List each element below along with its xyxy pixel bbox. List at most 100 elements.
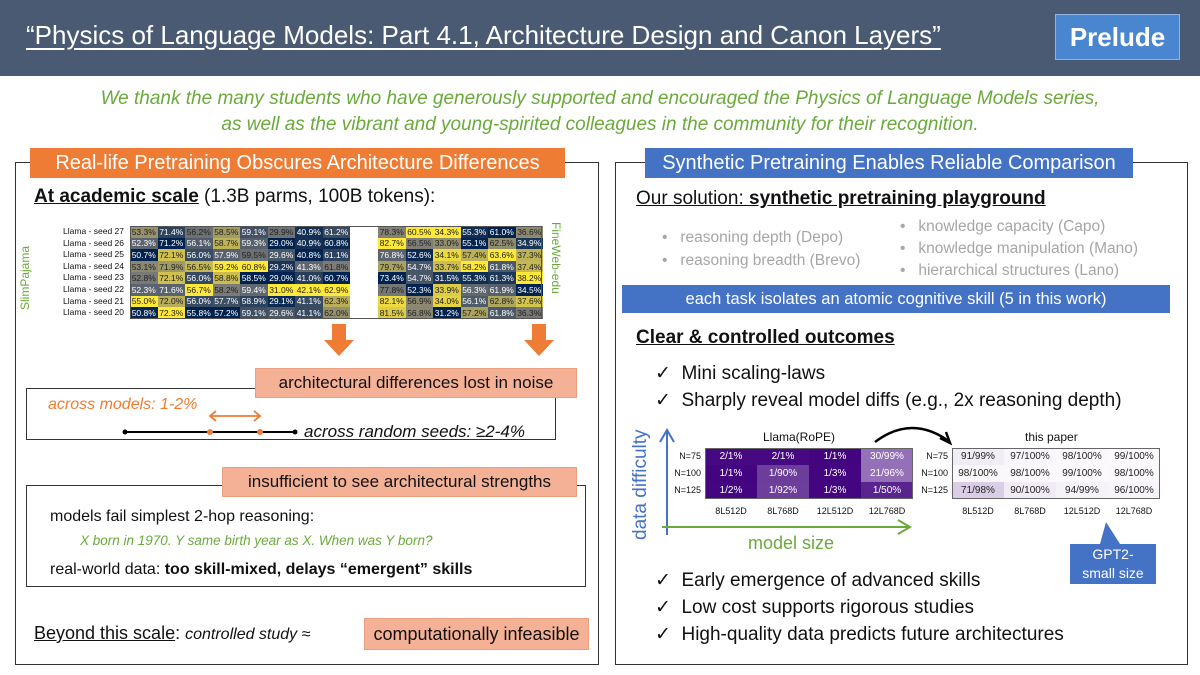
heatmap-cell: 60.8%	[322, 237, 350, 250]
heatmap-cell: 41.0%	[295, 272, 323, 284]
depth-col-label: 8L512D	[715, 506, 747, 516]
realworld-line: real-world data: too skill-mixed, delays…	[50, 561, 472, 579]
heatmap-cell: 81.5%	[378, 307, 406, 319]
heatmap-cell: 63.6%	[488, 249, 516, 261]
depth-cell: 98/100%	[952, 465, 1004, 482]
task-label: reasoning depth (Depo)	[680, 229, 844, 246]
checks-top: ✓ Mini scaling-laws ✓ Sharply reveal mod…	[655, 360, 1122, 414]
heatmap-cell: 29.9%	[267, 226, 295, 238]
heatmap-cell: 61.9%	[488, 284, 516, 296]
heatmap-cell: 56.0%	[185, 295, 213, 308]
check-item: ✓ Early emergence of advanced skills	[655, 570, 981, 591]
depth-row-label: N=125	[674, 485, 701, 495]
heatmap-cell: 56.1%	[460, 295, 488, 308]
heatmap-cell: 76.8%	[378, 249, 406, 261]
depth-cell: 96/100%	[1108, 482, 1160, 499]
heatmap-cell: 54.7%	[405, 272, 433, 284]
depth-frame	[952, 448, 1160, 499]
heatmap-cell: 31.5%	[433, 272, 461, 284]
depth-col-label: 12L768D	[1115, 506, 1153, 516]
heatmap-cell: 58.9%	[240, 295, 268, 308]
depth-cell: 2/1%	[757, 448, 809, 465]
heatmap-cell: 58.2%	[212, 284, 240, 296]
heatmap-cell: 50.8%	[130, 307, 158, 319]
heatmap-cell: 34.5%	[515, 284, 543, 296]
llama-title: Llama(RoPE)	[763, 430, 836, 444]
heatmap-cell: 55.8%	[185, 307, 213, 319]
scale-detail: (1.3B parms, 100B tokens):	[198, 186, 436, 207]
x-axis-arrow-icon	[662, 519, 912, 535]
across-seeds-label: across random seeds: ≥2-4%	[304, 422, 525, 441]
heatmap-cell: 57.9%	[212, 249, 240, 261]
heatmap-cell: 59.1%	[240, 307, 268, 319]
heatmap-row-label: Llama - seed 26	[63, 237, 124, 248]
infeasible-label: computationally infeasible	[364, 618, 589, 650]
insufficient-label: insufficient to see architectural streng…	[222, 467, 577, 497]
solution-line: Our solution: synthetic pretraining play…	[636, 188, 1046, 210]
heatmap-cell: 41.1%	[295, 295, 323, 308]
heatmap-cell: 50.7%	[130, 249, 158, 261]
heatmap-cell: 33.0%	[433, 237, 461, 250]
gpt2-callout-text: GPT2- small size	[1068, 545, 1158, 583]
thanks-line-2: as well as the vibrant and young-spirite…	[221, 114, 979, 135]
heatmap-cell: 29.0%	[267, 272, 295, 284]
heatmap-cell: 31.0%	[267, 284, 295, 296]
gpt2-callout	[1070, 522, 1156, 584]
task-label: knowledge manipulation (Mano)	[918, 240, 1139, 257]
down-arrow-icon	[324, 324, 354, 356]
heatmap-cell: 59.4%	[240, 284, 268, 296]
heatmap-cell: 36.3%	[515, 307, 543, 319]
heatmap-cell: 36.6%	[515, 226, 543, 238]
heatmap-cell: 58.2%	[460, 260, 488, 273]
depth-row-label: N=100	[921, 468, 948, 478]
heatmap-cell: 56.2%	[185, 226, 213, 238]
depth-cell: 1/3%	[809, 465, 861, 482]
depth-cell: 97/100%	[1004, 448, 1056, 465]
heatmap-cell: 61.2%	[322, 226, 350, 238]
heatmap-cell: 53.1%	[130, 260, 158, 273]
heatmap-cell: 56.0%	[185, 249, 213, 261]
heatmap-cell: 82.1%	[378, 295, 406, 308]
depth-cell: 30/99%	[861, 448, 913, 465]
depth-cell: 1/90%	[757, 465, 809, 482]
heatmap-cell: 62.0%	[322, 307, 350, 319]
heatmap-cell: 29.6%	[267, 249, 295, 261]
heatmap-cell: 53.3%	[130, 226, 158, 238]
heatmap-cell: 56.7%	[185, 284, 213, 296]
across-models-label: across models: 1-2%	[48, 396, 198, 413]
prelude-button[interactable]: Prelude	[1055, 14, 1180, 60]
heatmap-cell: 57.2%	[212, 307, 240, 319]
fail-text: models fail simplest 2-hop reasoning:	[50, 508, 315, 525]
heatmap-row-label: Llama - seed 21	[63, 295, 124, 306]
checks-bottom: ✓ Early emergence of advanced skills ✓ L…	[655, 567, 1064, 648]
heatmap-cell: 52.8%	[130, 272, 158, 284]
depth-cell: 98/100%	[1056, 448, 1108, 465]
depth-col-label: 8L768D	[1014, 506, 1046, 516]
beyond-line: Beyond this scale: controlled study ≈	[34, 623, 310, 644]
heatmap-cell: 61.8%	[488, 307, 516, 319]
heatmap-cell: 56.8%	[405, 307, 433, 319]
depth-cell: 1/50%	[861, 482, 913, 499]
heatmap-cell: 57.7%	[212, 295, 240, 308]
scale-line: At academic scale (1.3B parms, 100B toke…	[34, 186, 435, 208]
x-axis-label: model size	[748, 533, 835, 553]
curved-arrow-icon	[874, 426, 953, 446]
heatmap-cell: 56.3%	[460, 284, 488, 296]
heatmap-cell: 56.9%	[405, 295, 433, 308]
heatmap-cell: 42.1%	[295, 284, 323, 296]
depth-col-label: 8L512D	[962, 506, 994, 516]
heatmap-cell: 56.0%	[185, 272, 213, 284]
heatmap-cell: 71.2%	[157, 237, 185, 250]
depth-row-label: N=125	[921, 485, 948, 495]
heatmap-cell: 40.9%	[295, 237, 323, 250]
callout-line: GPT2-	[1092, 546, 1134, 562]
check-label: Early emergence of advanced skills	[681, 570, 981, 591]
header-bar	[0, 0, 1200, 76]
heatmap-cell: 71.9%	[157, 260, 185, 273]
heatmap-cell: 60.8%	[240, 260, 268, 273]
heatmap-cell: 33.9%	[433, 284, 461, 296]
callout-line: small size	[1082, 565, 1144, 581]
heatmap-cell: 71.4%	[157, 226, 185, 238]
outcomes-heading: Clear & controlled outcomes	[636, 327, 895, 348]
heatmap-cell: 77.8%	[378, 284, 406, 296]
